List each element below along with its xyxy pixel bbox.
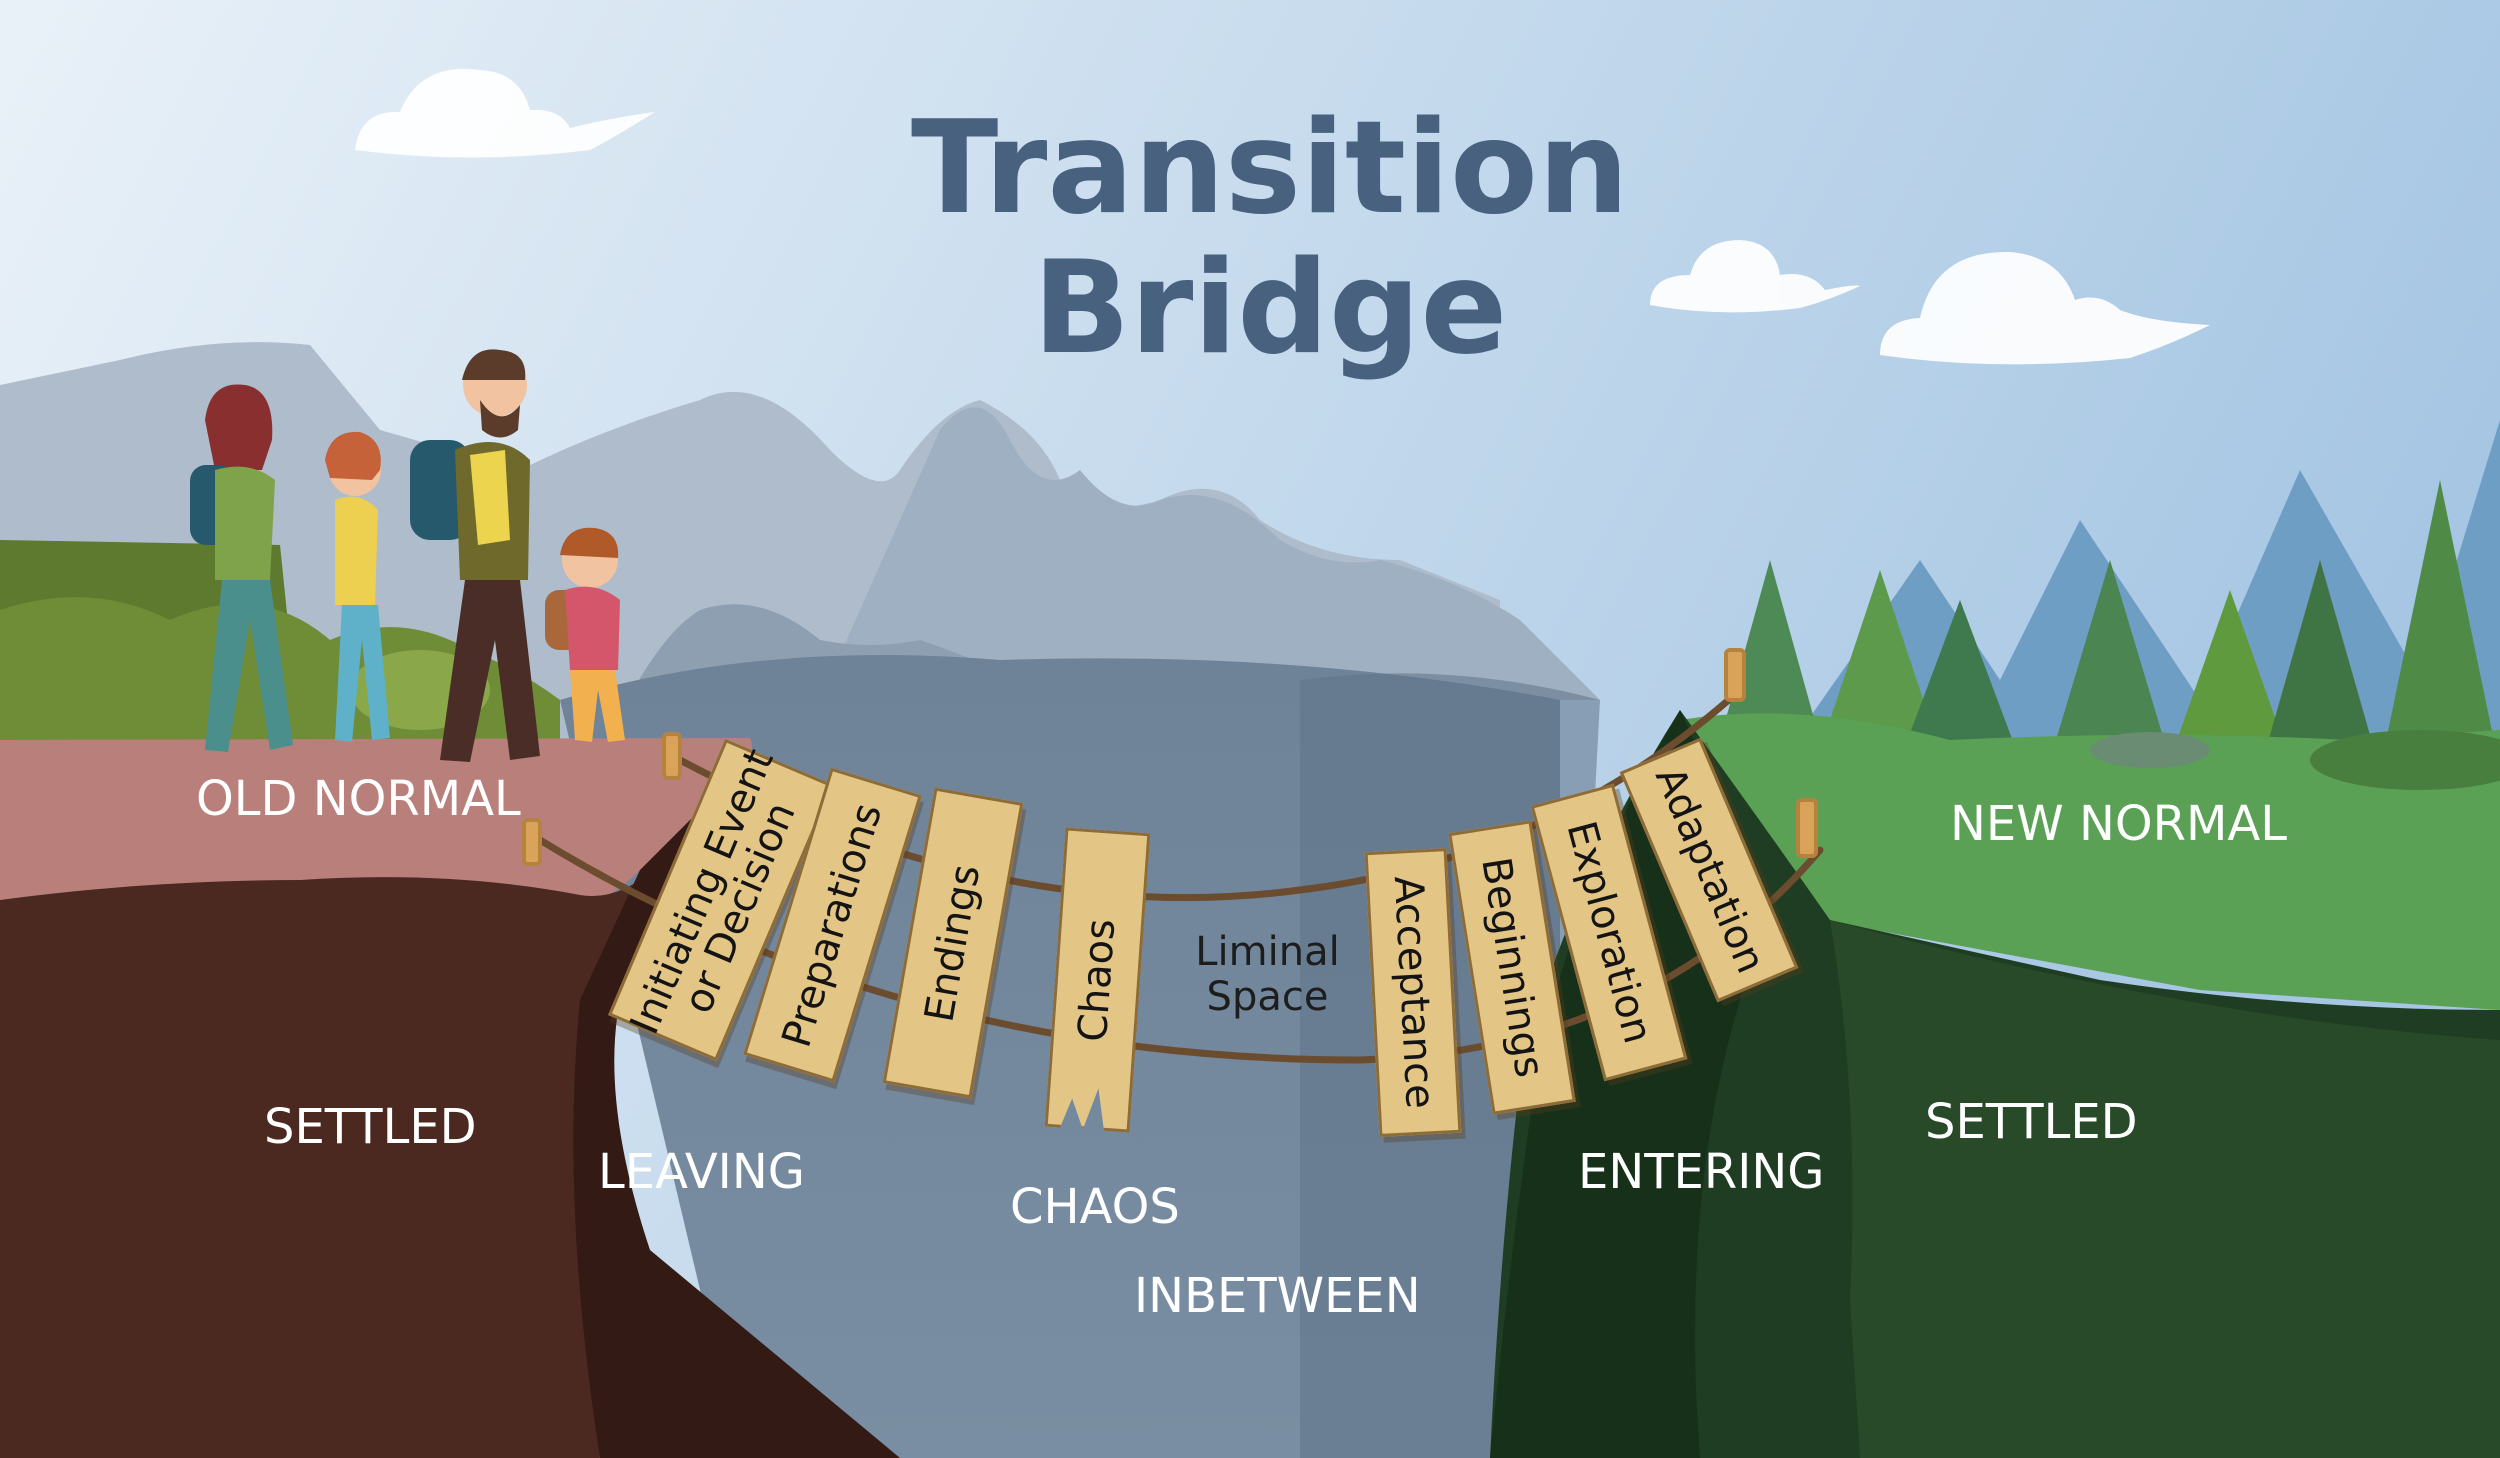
label-new-normal: NEW NORMAL [1950, 796, 2287, 852]
title-line-2: Bridge [1032, 234, 1508, 383]
liminal-line-1: Liminal [1195, 929, 1340, 975]
bush [2310, 730, 2500, 790]
mountain-icon [820, 407, 1600, 700]
liminal-space-label: Liminal Space [1175, 930, 1360, 1020]
right-cliff-light [1830, 920, 2500, 1458]
pine-tree-icon [2170, 590, 2290, 760]
cloud-icon [355, 68, 655, 158]
rock [2090, 732, 2210, 768]
pine-tree-icon [1900, 600, 2020, 760]
rope-post-icon [1796, 798, 1818, 858]
left-cliff [0, 877, 640, 1458]
title-line-1: Transition [910, 94, 1630, 243]
left-plateau [0, 738, 752, 910]
plank-acceptance: Acceptance [1364, 848, 1462, 1137]
label-inbetween: INBETWEEN [1134, 1268, 1421, 1324]
plank-label: Beginnings [1472, 854, 1553, 1081]
pine-tree-icon [2260, 560, 2380, 770]
plank-label: Chaos [1069, 916, 1125, 1043]
label-leaving: LEAVING [598, 1144, 805, 1200]
rope-post-icon [1724, 648, 1746, 702]
rope-post-icon [522, 818, 542, 866]
plank-label: Acceptance [1384, 875, 1443, 1110]
liminal-line-2: Space [1206, 973, 1329, 1020]
label-settled-left: SETTLED [264, 1099, 477, 1155]
plank-label: Endings [916, 860, 990, 1026]
forest [1720, 420, 2500, 770]
label-old-normal: OLD NORMAL [196, 771, 521, 827]
label-chaos: CHAOS [1010, 1179, 1180, 1235]
label-entering: ENTERING [1578, 1144, 1825, 1200]
family-hikers-icon [190, 349, 625, 762]
rope-posts [522, 648, 1818, 866]
pine-tree-icon [2050, 560, 2170, 760]
label-settled-right: SETTLED [1925, 1094, 2138, 1150]
cloud-icon [1880, 251, 2210, 365]
pine-tree-icon [1820, 570, 1940, 750]
pine-tree-icon [2380, 480, 2500, 770]
cloud-icon [1650, 240, 1860, 313]
rope-post-icon [662, 732, 682, 780]
right-meadow [1680, 713, 2500, 1010]
